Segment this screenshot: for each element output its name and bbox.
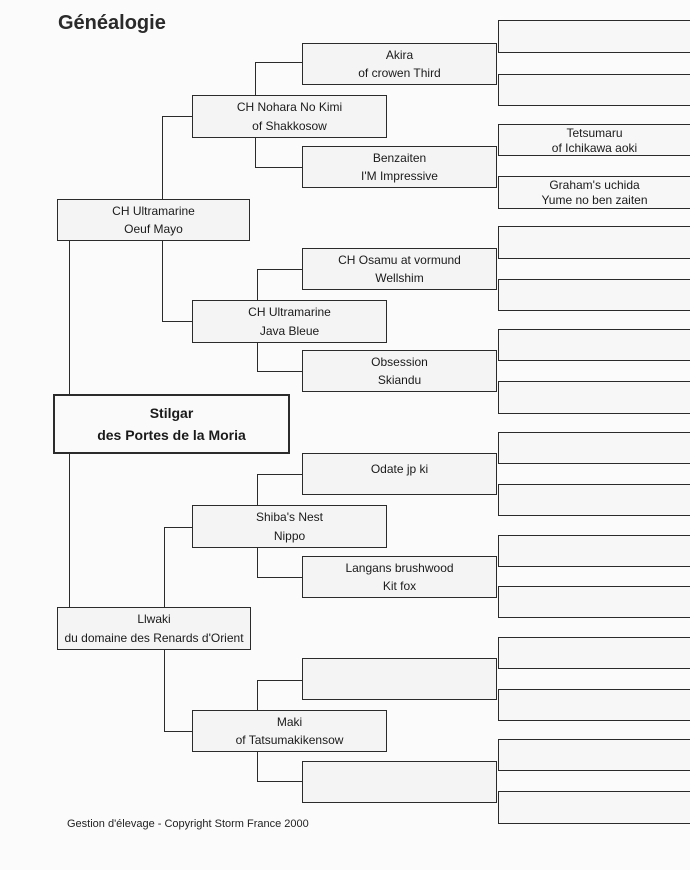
ggp-kennel: Wellshim: [375, 271, 424, 285]
gen4-box: [498, 432, 690, 464]
ggp-kennel: Kit fox: [382, 579, 417, 593]
connector: [257, 577, 302, 578]
connector: [255, 167, 302, 168]
gen4-box: [498, 484, 690, 516]
connector: [164, 527, 165, 607]
grandparent-kennel: of Shakkosow: [252, 118, 327, 133]
gen4-box: [498, 226, 690, 259]
grandparent-name: Shiba's Nest: [256, 510, 323, 525]
connector: [257, 269, 258, 300]
gen4-box: [498, 739, 690, 771]
ggp-name: Odate jp ki: [370, 461, 429, 476]
gen4-box: [498, 535, 690, 567]
gen4-box: [498, 279, 690, 311]
grandparent-name: CH Nohara No Kimi: [236, 100, 343, 115]
dam-name: Llwaki: [137, 612, 171, 627]
gen4-name: Graham's uchida: [549, 177, 640, 192]
root-dog-box: Stilgar des Portes de la Moria: [53, 394, 290, 454]
ggp-name: Akira: [385, 48, 414, 62]
connector: [162, 116, 163, 199]
connector: [164, 650, 165, 731]
gen4-box: [498, 74, 690, 106]
grandparent-kennel: Java Bleue: [259, 323, 320, 338]
ggp-name: Benzaiten: [372, 151, 427, 165]
gen4-box: [498, 20, 690, 53]
gen4-name: Tetsumaru: [566, 125, 623, 140]
connector: [164, 527, 192, 528]
grandparent-name: CH Ultramarine: [248, 305, 331, 320]
connector: [162, 321, 192, 322]
grandparent-box: CH Ultramarine Java Bleue: [192, 300, 387, 343]
connector: [69, 241, 70, 394]
grandparent-kennel: Nippo: [273, 528, 306, 543]
grandparent-box: CH Nohara No Kimi of Shakkosow: [192, 95, 387, 138]
gen4-box: [498, 329, 690, 361]
connector: [255, 62, 256, 95]
gen4-box: [498, 637, 690, 669]
connector: [257, 474, 258, 505]
root-kennel: des Portes de la Moria: [97, 427, 246, 443]
gen4-box: [498, 586, 690, 618]
great-grandparent-box: Odate jp ki: [302, 453, 497, 495]
ggp-kennel: I'M Impressive: [361, 169, 438, 183]
grandparent-box: Maki of Tatsumakikensow: [192, 710, 387, 752]
connector: [69, 454, 70, 607]
great-grandparent-box: Akira of crowen Third: [302, 43, 497, 85]
great-grandparent-box: [302, 658, 497, 700]
connector: [162, 116, 192, 117]
connector: [257, 680, 302, 681]
connector: [257, 371, 302, 372]
sire-box: CH Ultramarine Oeuf Mayo: [57, 199, 250, 241]
great-grandparent-box: CH Osamu at vormund Wellshim: [302, 248, 497, 290]
connector: [257, 269, 302, 270]
connector: [164, 731, 192, 732]
ggp-name: Obsession: [371, 355, 428, 369]
gen4-name: Yume no ben zaiten: [541, 193, 648, 208]
connector: [257, 752, 258, 781]
dam-kennel: du domaine des Renards d'Orient: [64, 630, 244, 645]
ggp-kennel: Skiandu: [377, 373, 422, 387]
grandparent-box: Shiba's Nest Nippo: [192, 505, 387, 548]
gen4-name: of Ichikawa aoki: [551, 140, 638, 155]
ggp-kennel: of crowen Third: [358, 66, 441, 80]
connector: [257, 680, 258, 710]
dam-box: Llwaki du domaine des Renards d'Orient: [57, 607, 251, 650]
gen4-box: [498, 791, 690, 824]
ggp-name: CH Osamu at vormund: [338, 253, 461, 267]
ggp-name: Langans brushwood: [345, 561, 454, 575]
gen4-box: [498, 689, 690, 721]
great-grandparent-box: Benzaiten I'M Impressive: [302, 146, 497, 188]
connector: [255, 138, 256, 167]
page-title: Généalogie: [58, 12, 166, 34]
gen4-box: [498, 381, 690, 414]
root-name: Stilgar: [149, 405, 194, 421]
copyright-footer: Gestion d'élevage - Copyright Storm Fran…: [67, 818, 309, 830]
grandparent-name: Maki: [276, 715, 303, 729]
great-grandparent-box: Langans brushwood Kit fox: [302, 556, 497, 598]
connector: [257, 781, 302, 782]
connector: [162, 241, 163, 321]
sire-kennel: Oeuf Mayo: [124, 222, 183, 236]
sire-name: CH Ultramarine: [112, 204, 195, 218]
connector: [255, 62, 302, 63]
grandparent-kennel: of Tatsumakikensow: [235, 733, 344, 747]
great-grandparent-box: [302, 761, 497, 803]
connector: [257, 343, 258, 371]
connector: [257, 548, 258, 577]
connector: [257, 474, 302, 475]
great-grandparent-box: Obsession Skiandu: [302, 350, 497, 392]
